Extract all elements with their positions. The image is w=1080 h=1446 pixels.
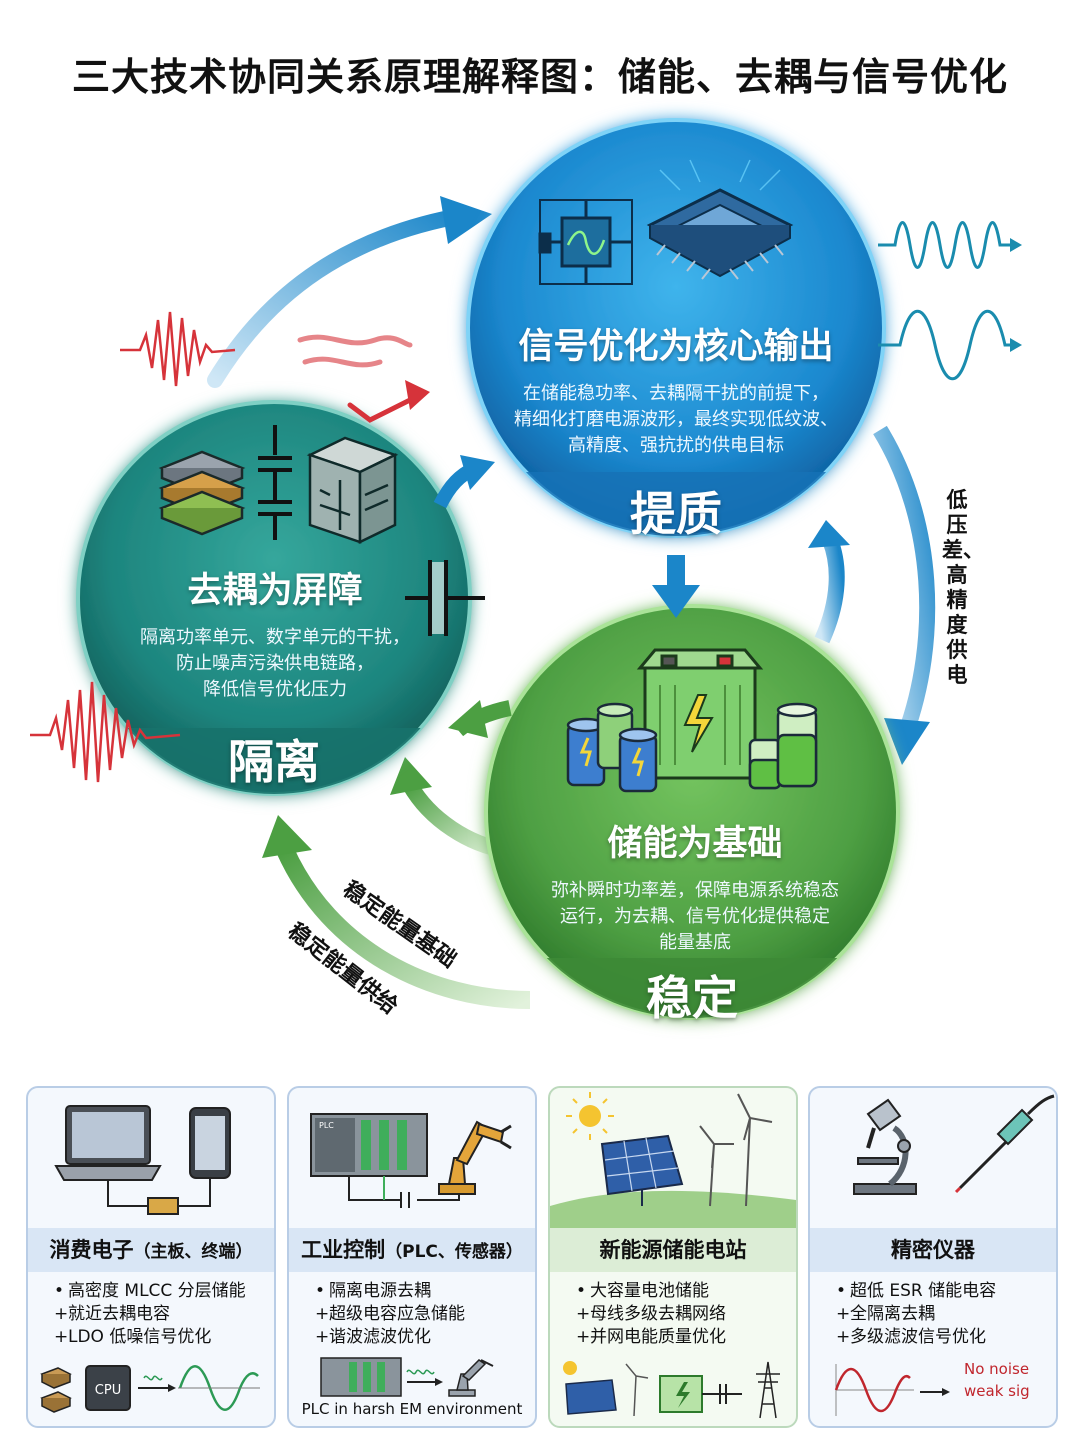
capacitor-array-icon xyxy=(306,436,399,544)
wind-turbine-icon xyxy=(699,1093,773,1207)
arrow-signal-to-storage xyxy=(873,425,936,738)
decouple-desc-line: 降低信号优化压力 xyxy=(203,679,347,700)
arrow-decouple-to-signal xyxy=(207,207,473,388)
card-new-energy-station: 新能源储能电站 •大容量电池储能 +母线多级去耦网络 +并网电能质量优化 xyxy=(548,1086,798,1428)
list-item: •高密度 MLCC 分层储能 xyxy=(54,1281,246,1301)
list-item: +多级滤波信号优化 xyxy=(836,1327,986,1347)
list-item: +就近去耦电容 xyxy=(54,1304,170,1324)
decouple-band-label: 隔离 xyxy=(228,735,320,789)
list-item: •超低 ESR 储能电容 xyxy=(836,1281,997,1301)
signal-desc-line: 在储能稳功率、去耦隔干扰的前提下， xyxy=(523,383,829,404)
list-item: +谐波滤波优化 xyxy=(315,1327,431,1347)
arrow-decouple-to-signal-inner xyxy=(460,455,495,490)
svg-text:PLC: PLC xyxy=(319,1121,334,1130)
mlcc-chip-icon xyxy=(40,1367,72,1413)
card-industrial-control: PLC 工业控制（PLC、传感器） •隔离电源去耦 +超级电容应急储能 +谐波滤… xyxy=(287,1086,537,1428)
arrow-storage-to-decouple-outer xyxy=(276,846,531,1009)
signal-circle-title: 信号优化为核心输出 xyxy=(518,327,834,367)
signal-desc-line: 高精度、强抗扰的供电目标 xyxy=(568,435,784,456)
synergy-diagram xyxy=(30,118,1022,1020)
solar-wind-illustration xyxy=(550,1092,796,1228)
arrow-label-right: 低压差、高精度供电 xyxy=(942,488,984,687)
card-precision-instruments: 精密仪器 •超低 ESR 储能电容 +全隔离去耦 +多级滤波信号优化 No no… xyxy=(808,1086,1058,1428)
connector-icon xyxy=(107,1178,211,1215)
card-title: 新能源储能电站 xyxy=(550,1228,796,1272)
sine-wave-output-icon xyxy=(878,221,1012,380)
sun-icon xyxy=(563,1361,577,1375)
noise-wave-icon xyxy=(30,311,236,783)
list-item: •大容量电池储能 xyxy=(576,1281,709,1301)
storage-desc-line: 运行，为去耦、信号优化提供稳定 xyxy=(560,906,830,927)
card-feature-list: •隔离电源去耦 +超级电容应急储能 +谐波滤波优化 xyxy=(315,1280,465,1349)
plc-mini-illustration xyxy=(320,1357,494,1397)
signal-band-label: 提质 xyxy=(630,487,722,541)
phone-icon xyxy=(189,1107,231,1179)
solar-panel-icon xyxy=(565,1379,617,1415)
signal-desc-line: 精细化打磨电源波形，最终实现低纹波、 xyxy=(514,409,838,430)
decouple-desc-line: 隔离功率单元、数字单元的干扰， xyxy=(140,627,410,648)
list-item: +LDO 低噪信号优化 xyxy=(54,1327,212,1347)
storage-band-label: 稳定 xyxy=(646,971,738,1025)
plc-icon: PLC xyxy=(310,1113,428,1177)
list-item: +并网电能质量优化 xyxy=(576,1327,726,1347)
microscope-icon xyxy=(853,1098,917,1195)
chip-icon xyxy=(646,159,794,280)
list-item: •隔离电源去耦 xyxy=(315,1281,431,1301)
clean-signal-illustration xyxy=(834,1364,950,1416)
list-item: +全隔离去耦 xyxy=(836,1304,935,1324)
cpu-icon: CPU xyxy=(85,1365,131,1411)
noise-caption: No noise weak sig xyxy=(964,1360,1030,1400)
sun-icon xyxy=(566,1092,614,1140)
arrow-signal-down xyxy=(652,585,700,618)
arrow-storage-up xyxy=(808,520,850,548)
arrow-storage-to-decouple-short xyxy=(448,700,488,738)
card-title: 精密仪器 xyxy=(810,1228,1056,1272)
card-caption: PLC in harsh EM environment xyxy=(301,1400,523,1418)
storage-desc-line: 弥补瞬时功率差，保障电源系统稳态 xyxy=(551,880,839,901)
battery-pack-icon xyxy=(636,648,764,780)
mlcc-layer-stack-icon xyxy=(158,450,246,536)
solar-panel-icon xyxy=(600,1134,684,1206)
cylinder-battery-icon xyxy=(566,702,818,793)
capacitor-side-icon xyxy=(405,560,485,636)
wind-turbine-icon xyxy=(625,1363,649,1417)
svg-text:CPU: CPU xyxy=(95,1383,121,1398)
storage-desc-line: 能量基底 xyxy=(659,932,731,953)
circuit-oscillator-icon xyxy=(538,199,633,285)
card-feature-list: •大容量电池储能 +母线多级去耦网络 +并网电能质量优化 xyxy=(576,1280,726,1349)
page-title: 三大技术协同关系原理解释图：储能、去耦与信号优化 xyxy=(71,55,1008,99)
capacitor-icon xyxy=(258,425,292,540)
plc-robot-illustration: PLC xyxy=(310,1113,512,1208)
robot-arm-icon xyxy=(438,1120,512,1195)
card-feature-list: •高密度 MLCC 分层储能 +就近去耦电容 +LDO 低噪信号优化 xyxy=(54,1280,246,1349)
robot-arm-icon xyxy=(448,1359,494,1397)
storage-circle-title: 储能为基础 xyxy=(607,824,783,864)
card-feature-list: •超低 ESR 储能电容 +全隔离去耦 +多级滤波信号优化 xyxy=(836,1280,996,1349)
transmission-tower-icon xyxy=(756,1361,780,1419)
grid-storage-illustration xyxy=(563,1361,780,1419)
noise-block-arrow-icon xyxy=(297,334,423,423)
decouple-desc-line: 防止噪声污染供电链路， xyxy=(176,653,374,674)
list-item: +母线多级去耦网络 xyxy=(576,1304,726,1324)
decouple-circle-title: 去耦为屏障 xyxy=(187,571,363,611)
laptop-phone-illustration xyxy=(54,1105,231,1215)
card-title: 工业控制（PLC、传感器） xyxy=(289,1228,535,1272)
wiring-icon xyxy=(348,1176,460,1208)
card-title: 消费电子（主板、终端） xyxy=(28,1228,274,1272)
list-item: +超级电容应急储能 xyxy=(315,1304,465,1324)
probe-icon xyxy=(954,1094,1055,1194)
microscope-probe-illustration xyxy=(853,1094,1055,1195)
laptop-icon xyxy=(54,1105,162,1181)
cpu-filter-illustration: CPU xyxy=(40,1365,260,1413)
card-consumer-electronics: 消费电子（主板、终端） •高密度 MLCC 分层储能 +就近去耦电容 +LDO … xyxy=(26,1086,276,1428)
